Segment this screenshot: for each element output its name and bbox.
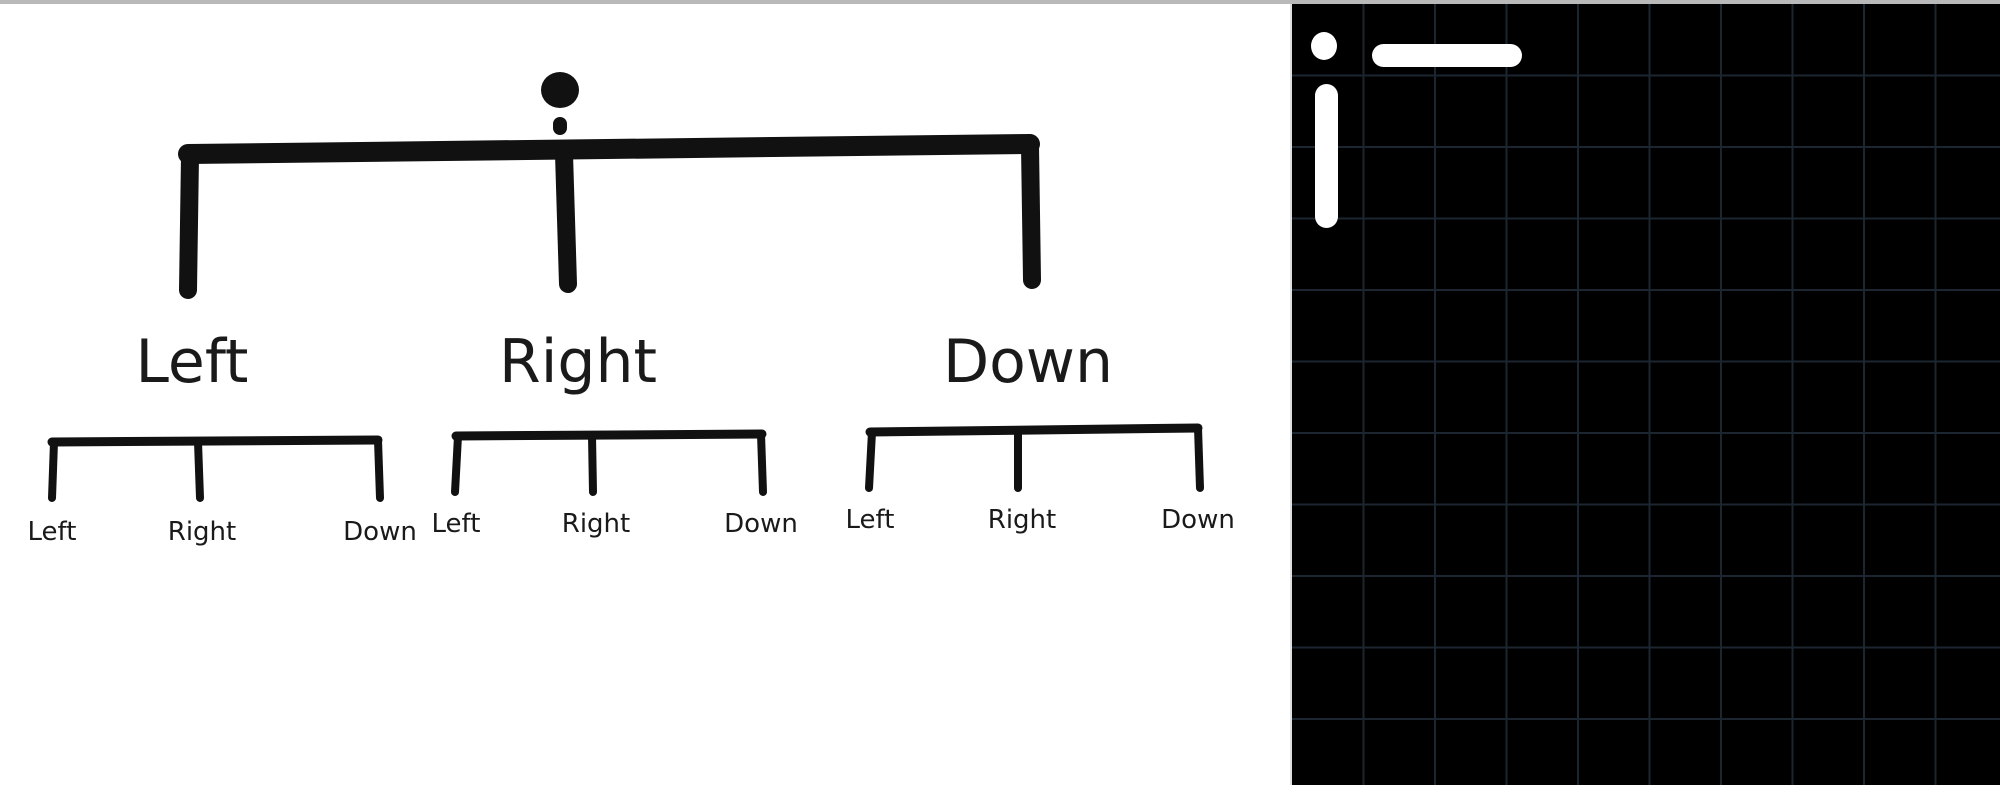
game-grid-panel xyxy=(1290,4,2000,785)
sub-bar-down xyxy=(865,423,1203,437)
sub-line-left-3 xyxy=(374,436,384,502)
sub-line-right-1 xyxy=(451,432,462,496)
subtree-left: Left Right Down xyxy=(28,435,417,547)
window-top-border xyxy=(0,0,2000,4)
decision-tree-diagram: Left Right Down Left Right Down Left Ri xyxy=(28,72,1235,547)
leaf-label-left-down: Down xyxy=(343,517,417,547)
branch-line-down xyxy=(1021,137,1041,289)
leaf-label-right-right: Right xyxy=(562,509,630,539)
sub-line-right-2 xyxy=(588,432,597,496)
leaf-label-left-right: Right xyxy=(168,517,236,547)
subtree-right: Left Right Down xyxy=(432,429,798,539)
node-label-down: Down xyxy=(943,327,1113,397)
vertical-bar-piece xyxy=(1315,84,1338,228)
sub-line-down-1 xyxy=(865,428,876,492)
leaf-label-down-down: Down xyxy=(1161,505,1235,535)
sub-line-right-3 xyxy=(757,430,767,496)
branch-line-right xyxy=(555,145,577,293)
grid-lines xyxy=(1292,4,2000,785)
root-node xyxy=(541,72,579,108)
sub-line-down-3 xyxy=(1194,424,1204,492)
sub-line-left-1 xyxy=(48,438,58,502)
node-label-right: Right xyxy=(499,327,657,397)
leaf-label-left-left: Left xyxy=(28,517,77,547)
agent-dot xyxy=(1311,32,1337,60)
leaf-label-down-right: Right xyxy=(988,505,1056,535)
leaf-label-down-left: Left xyxy=(846,505,895,535)
tree-panel: Left Right Down Left Right Down Left Ri xyxy=(0,4,1290,785)
leaf-label-right-down: Down xyxy=(724,509,798,539)
branch-line-left xyxy=(179,147,199,299)
horizontal-bar-piece xyxy=(1372,44,1522,67)
leaf-label-right-left: Left xyxy=(432,509,481,539)
sub-bar-left xyxy=(47,435,383,447)
game-grid xyxy=(1292,4,2000,785)
sub-bar-right xyxy=(451,429,767,441)
root-branch-bar xyxy=(178,134,1040,164)
node-label-left: Left xyxy=(136,327,249,397)
sub-line-left-2 xyxy=(194,438,204,502)
subtree-down: Left Right Down xyxy=(846,423,1235,535)
